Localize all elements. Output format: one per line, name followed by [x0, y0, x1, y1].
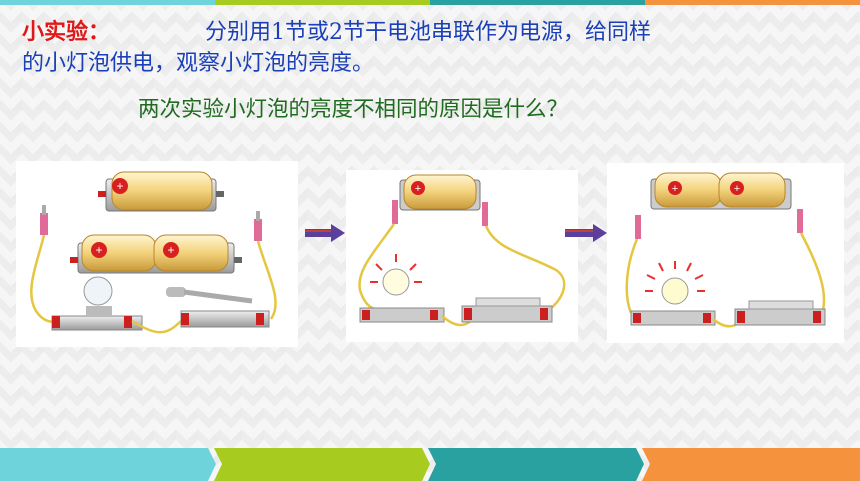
experiment-label: 小实验：	[22, 19, 111, 45]
arrow-icon	[565, 224, 607, 242]
battery-icon: + +	[70, 234, 242, 274]
svg-text:+: +	[95, 243, 102, 257]
svg-text:+: +	[167, 243, 174, 257]
experiment-line-2: 的小灯泡供电，观察小灯泡的亮度。	[22, 51, 375, 76]
svg-text:+: +	[415, 183, 421, 195]
bulb-icon	[51, 276, 143, 331]
switch-icon	[166, 287, 270, 328]
bulb-icon	[359, 254, 445, 323]
clip-icon	[40, 205, 262, 241]
top-color-bar	[0, 0, 860, 5]
svg-text:+: +	[672, 183, 678, 195]
components-panel: + + +	[16, 161, 298, 347]
question-text: 两次实验小灯泡的亮度不相同的原因是什么？	[138, 97, 569, 122]
two-battery-circuit-panel: + +	[607, 163, 844, 343]
bulb-icon	[630, 261, 716, 326]
svg-text:+: +	[116, 179, 123, 193]
experiment-text-1: 分别用1节或2节干电池串联作为电源，给同样	[205, 20, 652, 45]
experiment-line-1: 小实验： 分别用1节或2节干电池串联作为电源，给同样	[22, 18, 651, 47]
svg-text:+: +	[734, 183, 740, 195]
switch-icon	[734, 300, 826, 326]
one-battery-circuit-panel: +	[346, 170, 578, 342]
battery-icon: + +	[650, 172, 792, 210]
arrow-icon	[305, 224, 345, 242]
bottom-color-bar	[0, 448, 860, 481]
switch-icon	[461, 297, 553, 323]
battery-icon: +	[98, 171, 224, 212]
battery-icon: +	[399, 174, 481, 211]
